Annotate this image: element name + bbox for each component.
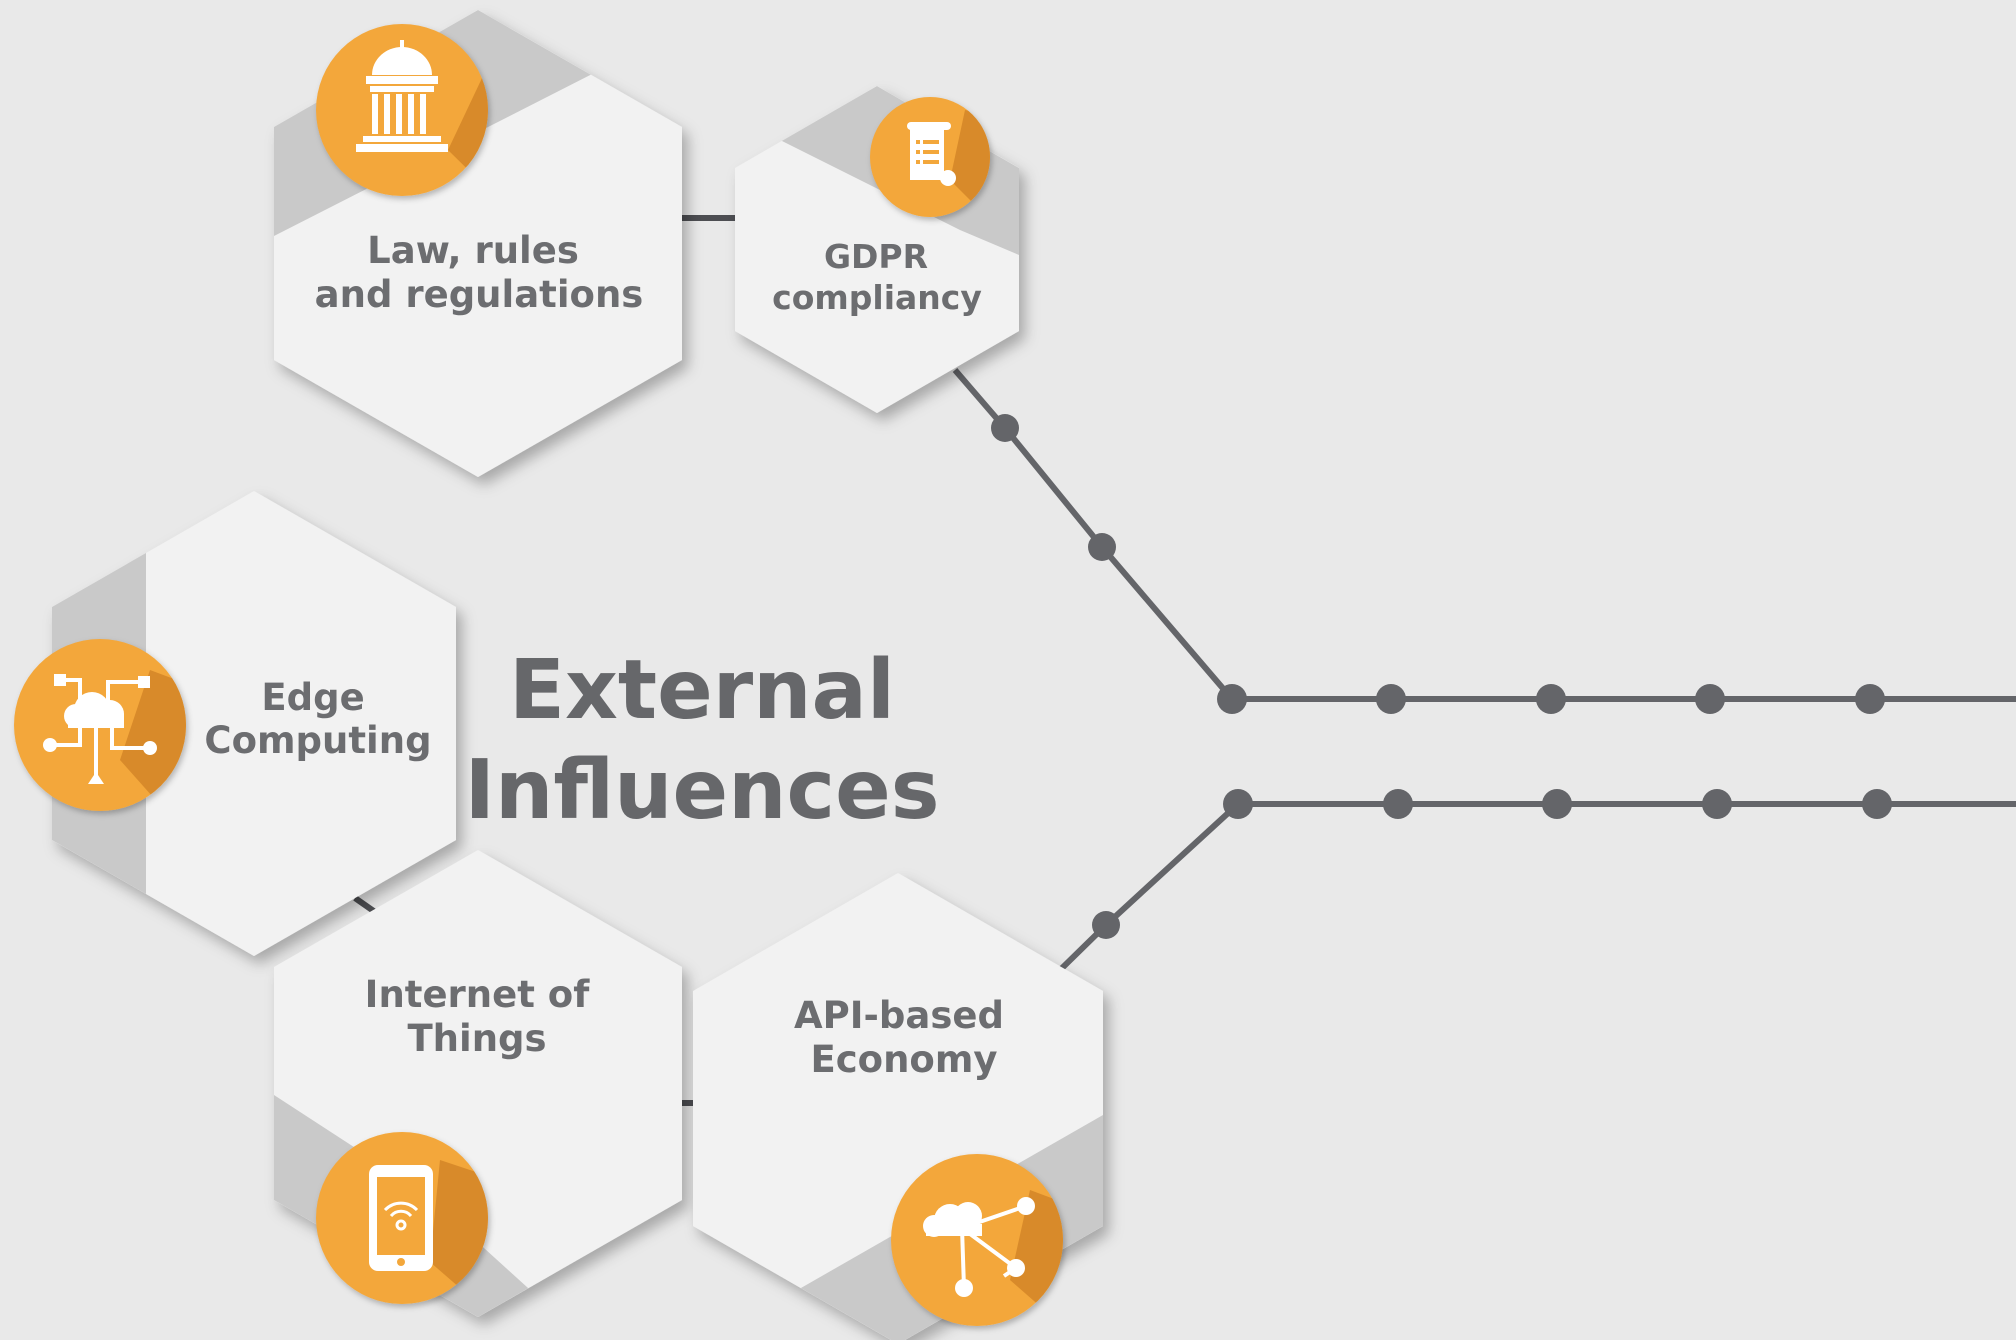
node-law-label-line2: and regulations bbox=[315, 273, 644, 316]
track-stop bbox=[1855, 684, 1885, 714]
node-api-label-line1: API-based bbox=[794, 994, 1004, 1037]
node-gdpr-label-line2: compliancy bbox=[772, 278, 982, 317]
capitol-icon bbox=[316, 24, 488, 196]
lower-track-stops bbox=[1092, 789, 1892, 939]
track-stop bbox=[1223, 789, 1253, 819]
node-iot-label-line1: Internet of bbox=[365, 973, 591, 1016]
connector-edge-iot bbox=[353, 895, 377, 915]
title-line2: Influences bbox=[464, 743, 939, 838]
upper-track-stops bbox=[991, 414, 1885, 714]
connectors bbox=[353, 215, 2016, 1106]
track-stop bbox=[1092, 911, 1120, 939]
node-internet-of-things: Internet of Things bbox=[274, 850, 682, 1317]
scroll-icon bbox=[870, 97, 990, 217]
smartphone-wifi-icon bbox=[316, 1132, 488, 1304]
node-edge-computing: Edge Computing bbox=[14, 491, 456, 956]
track-stop bbox=[1862, 789, 1892, 819]
node-iot-label-line2: Things bbox=[407, 1017, 546, 1060]
node-edge-label-line1: Edge bbox=[261, 676, 364, 719]
node-gdpr-label-line1: GDPR bbox=[824, 237, 928, 276]
track-stop bbox=[1695, 684, 1725, 714]
track-stop bbox=[1376, 684, 1406, 714]
node-api-based-economy: API-based Economy bbox=[693, 873, 1103, 1340]
track-stop bbox=[991, 414, 1019, 442]
node-edge-label-line2: Computing bbox=[204, 719, 431, 762]
cloud-network-icon bbox=[14, 639, 186, 811]
node-api-label-line2: Economy bbox=[810, 1038, 997, 1081]
lower-track-line bbox=[1055, 801, 2016, 975]
diagram-title: External Influences bbox=[464, 643, 939, 838]
track-stop bbox=[1088, 533, 1116, 561]
track-stop bbox=[1383, 789, 1413, 819]
track-stop bbox=[1702, 789, 1732, 819]
node-law-label-line1: Law, rules bbox=[367, 229, 579, 272]
title-line1: External bbox=[509, 643, 895, 738]
node-law-rules-regulations: Law, rules and regulations bbox=[274, 10, 682, 477]
track-stop bbox=[1217, 684, 1247, 714]
track-stop bbox=[1542, 789, 1572, 819]
upper-track-line bbox=[952, 368, 2016, 702]
track-stop bbox=[1536, 684, 1566, 714]
node-gdpr-compliancy: GDPR compliancy bbox=[735, 86, 1019, 413]
